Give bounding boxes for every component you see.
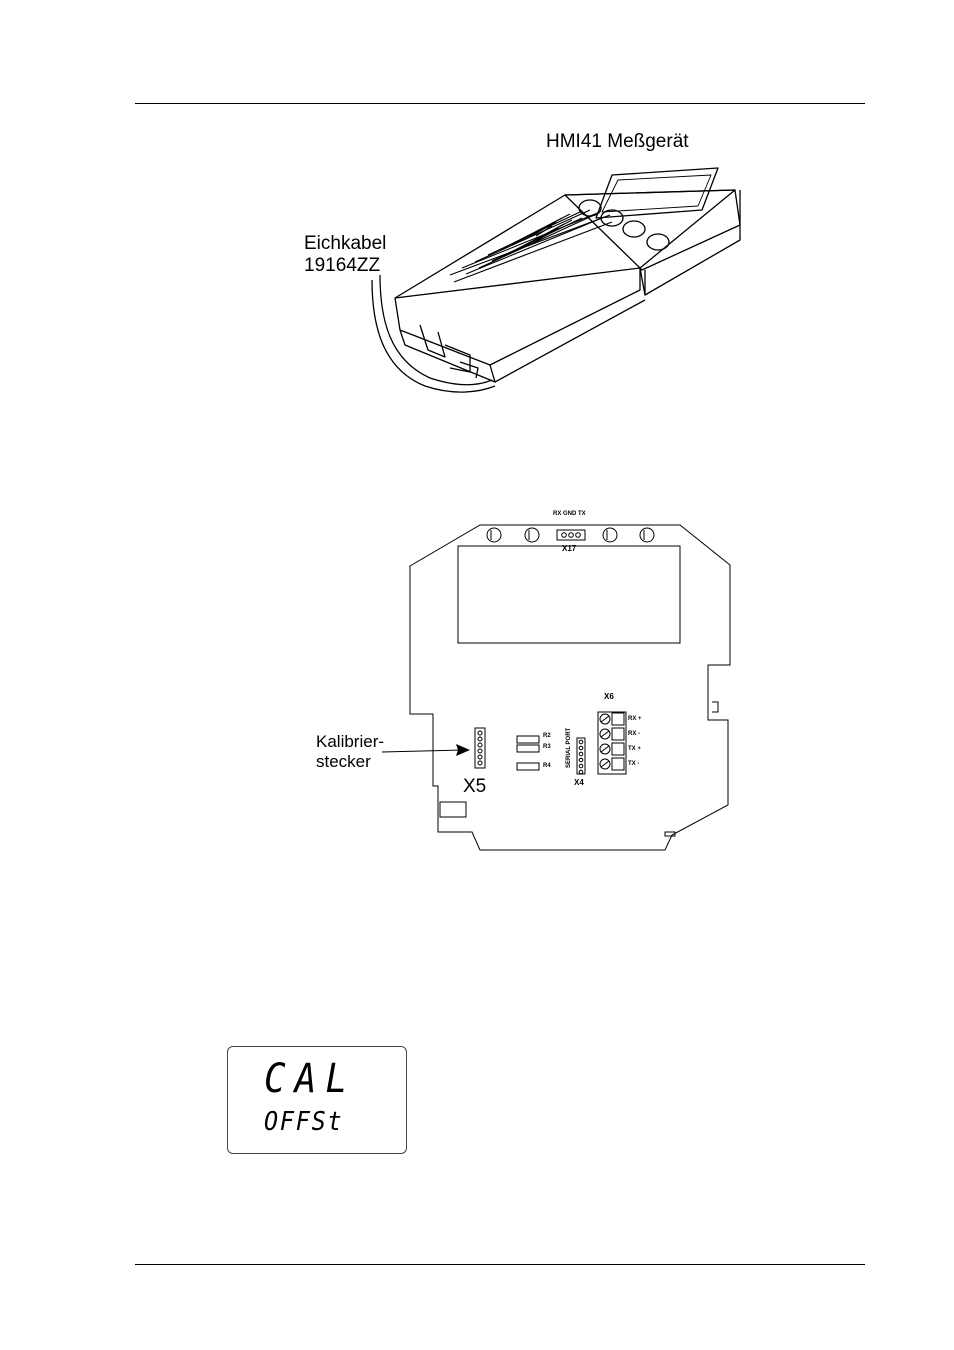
r2-label: R2 bbox=[543, 733, 551, 740]
bottom-rule bbox=[135, 1264, 865, 1265]
x17-label: X17 bbox=[562, 544, 576, 553]
x4-label: X4 bbox=[574, 778, 584, 787]
resistor-r4 bbox=[517, 763, 539, 770]
r3-label: R3 bbox=[543, 744, 551, 751]
x6-label: X6 bbox=[604, 692, 614, 701]
resistor-r3 bbox=[517, 745, 539, 752]
circuit-board-drawing bbox=[0, 0, 954, 900]
tx-plus-label: TX + bbox=[628, 746, 641, 753]
calibration-arrow-line bbox=[382, 750, 463, 752]
rx-minus-label: RX - bbox=[628, 731, 640, 738]
bottom-component bbox=[440, 802, 466, 817]
lcd-line-2: OFFSt bbox=[264, 1107, 343, 1137]
lcd-display: CAL OFFSt bbox=[227, 1046, 407, 1154]
x6-terminal-block bbox=[598, 712, 626, 774]
calibration-label-line1: Kalibrier- bbox=[316, 731, 384, 753]
x5-label: X5 bbox=[463, 776, 486, 798]
resistor-r2 bbox=[517, 736, 539, 743]
pin-header-label: RX GND TX bbox=[553, 511, 586, 518]
r4-label: R4 bbox=[543, 763, 551, 770]
calibration-arrow-head bbox=[456, 744, 470, 756]
x5-connector bbox=[475, 728, 485, 768]
display-window bbox=[458, 546, 680, 643]
tx-minus-label: TX - bbox=[628, 761, 639, 768]
rx-plus-label: RX + bbox=[628, 716, 642, 723]
lcd-line-1: CAL bbox=[264, 1057, 356, 1101]
calibration-label-line2: stecker bbox=[316, 751, 371, 773]
serial-port-label: SERIAL PORT bbox=[566, 728, 573, 768]
